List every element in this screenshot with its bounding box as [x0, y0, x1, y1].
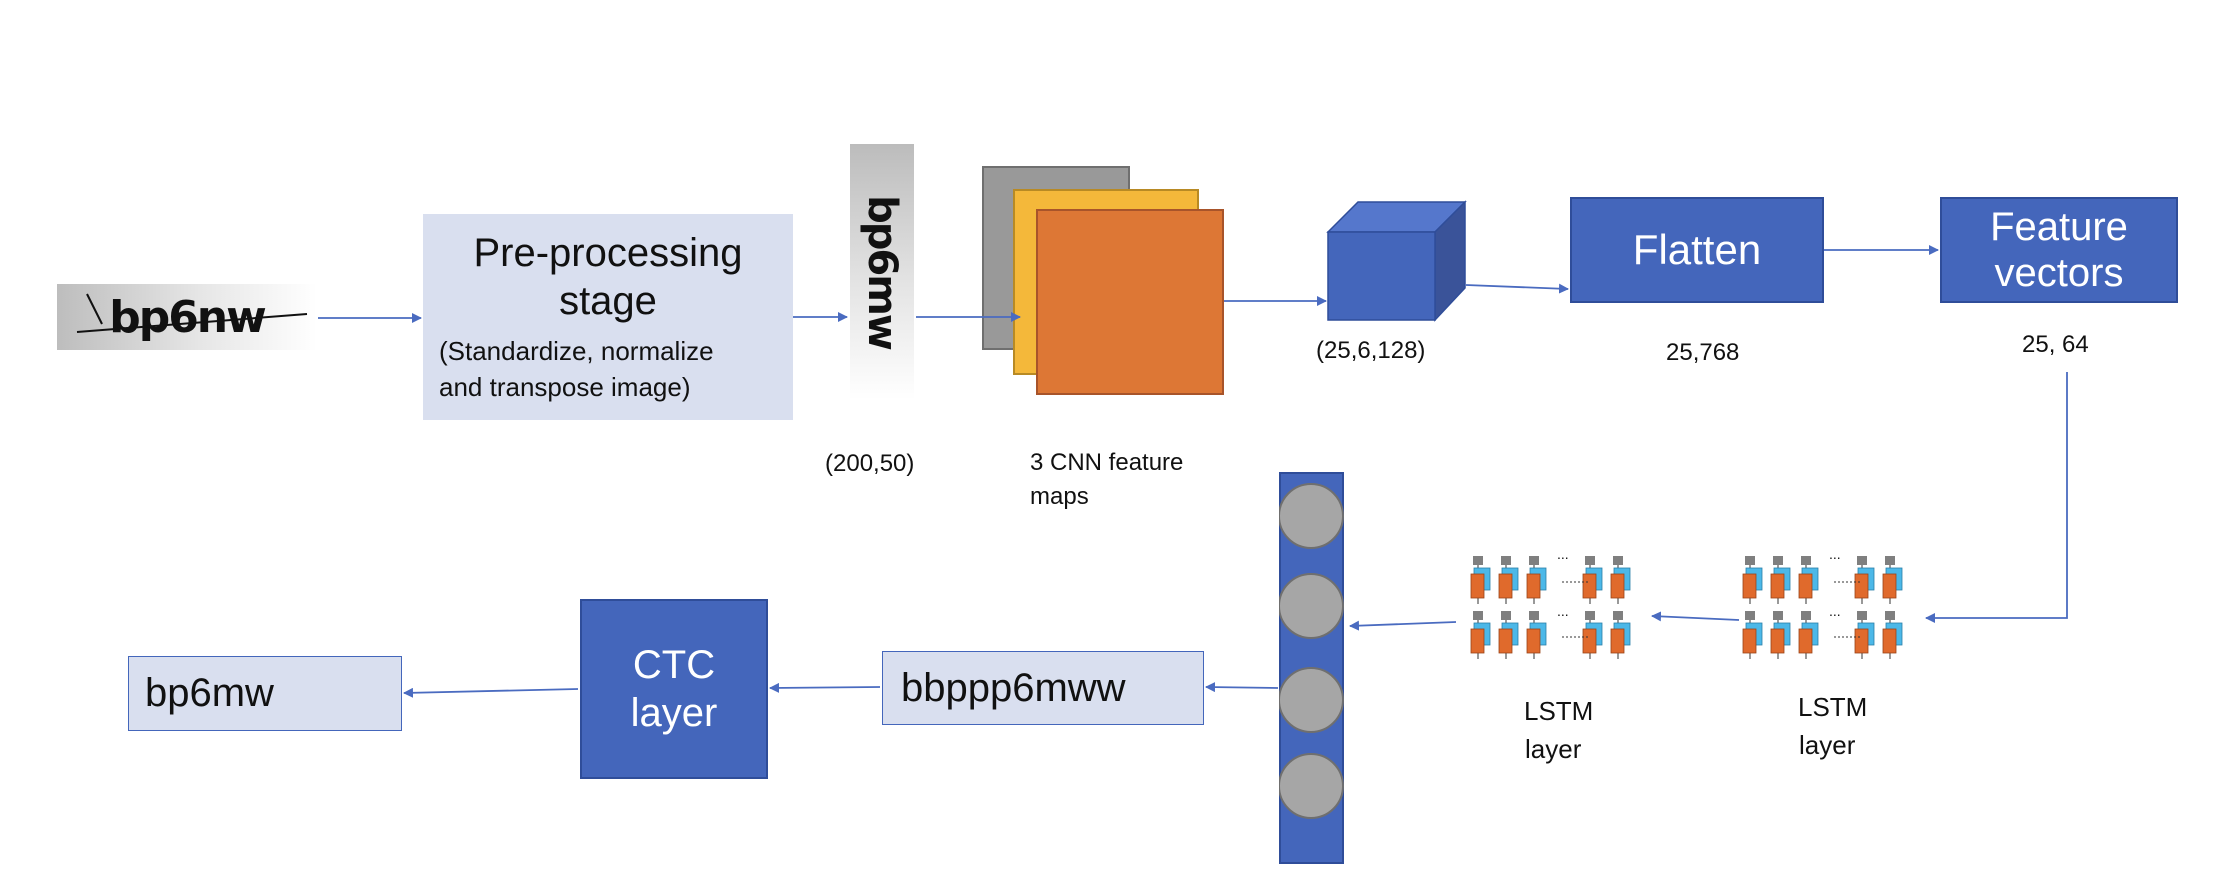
lstm2-label-line2: layer: [1525, 734, 1582, 764]
input-dims-label: (200,50): [825, 450, 915, 477]
output-text: bp6mw: [145, 671, 274, 715]
captcha-strike-lines: [76, 293, 308, 333]
cnn-label-line2: maps: [1030, 483, 1089, 510]
feature-vectors-dims-label: 25, 64: [2022, 331, 2089, 358]
lstm-cell: [1854, 556, 1875, 604]
lstm-cell: [1770, 556, 1791, 604]
preprocessing-title-line1: Pre-processing: [473, 231, 743, 275]
lstm-cell: [1582, 556, 1603, 604]
lstm-cell: [1610, 611, 1631, 659]
lstm-cell: [1470, 556, 1491, 604]
output-box: bp6mw: [128, 656, 402, 731]
feature-cube: [1326, 200, 1467, 322]
arrow-dense-to-decoded: [1205, 682, 1279, 693]
decoded-raw-box: bbppp6mww: [882, 651, 1204, 725]
flatten-dims-label: 25,768: [1666, 339, 1740, 366]
lstm-cell: [1470, 611, 1491, 659]
flatten-label: Flatten: [1632, 226, 1762, 273]
arrow-lstm1-to-lstm2: [1651, 611, 1740, 622]
cnn-label-line1: 3 CNN feature: [1030, 449, 1184, 476]
lstm2-ellipsis-top: ...: [1557, 546, 1569, 562]
lstm1-label-line1: LSTM: [1798, 692, 1868, 722]
transposed-captcha-image: bp6mw: [850, 144, 914, 400]
decoded-raw-text: bbppp6mww: [901, 666, 1126, 710]
ctc-label-line1: CTC: [632, 643, 716, 687]
arrow-cube-to-flatten: [1465, 283, 1569, 294]
ctc-layer-box: CTC layer: [580, 599, 768, 779]
dense-neurons: [1279, 483, 1344, 819]
lstm2-ellipsis-bottom: ...: [1557, 603, 1569, 619]
arrow-decoded-to-ctc: [769, 682, 881, 693]
lstm-cell: [1526, 611, 1547, 659]
lstm-cell: [1882, 611, 1903, 659]
lstm-cell: [1854, 611, 1875, 659]
neuron-1: [1279, 483, 1344, 549]
preprocessing-stage-box: Pre-processing stage (Standardize, norma…: [423, 214, 793, 420]
input-captcha-text: bp6nw: [109, 291, 267, 343]
cube-dims-label: (25,6,128): [1316, 337, 1426, 364]
cnn-feature-map-orange: [1036, 209, 1224, 395]
arrow-features-to-lstm1: [1925, 372, 2068, 623]
lstm-cell: [1498, 611, 1519, 659]
lstm-cell: [1742, 556, 1763, 604]
lstm-cell: [1798, 556, 1819, 604]
lstm-layer-2-cells: [1470, 556, 1631, 659]
feature-vectors-label-line2: vectors: [1994, 251, 2124, 295]
lstm1-ellipsis-bottom: ...: [1829, 603, 1841, 619]
neuron-4: [1279, 753, 1344, 819]
lstm-cell: [1610, 556, 1631, 604]
lstm2-label-line1: LSTM: [1524, 696, 1594, 726]
lstm-cell: [1498, 556, 1519, 604]
preprocessing-desc-line2: and transpose image): [439, 372, 691, 402]
flatten-box: Flatten: [1570, 197, 1824, 303]
preprocessing-desc-line1: (Standardize, normalize: [439, 336, 714, 366]
arrow-lstm2-to-dense: [1349, 620, 1457, 631]
lstm1-ellipsis-top: ...: [1829, 546, 1841, 562]
feature-vectors-label-line1: Feature: [1990, 205, 2128, 249]
neuron-3: [1279, 667, 1344, 733]
lstm-cell: [1742, 611, 1763, 659]
lstm-cell: [1798, 611, 1819, 659]
lstm-cell: [1582, 611, 1603, 659]
lstm-cell: [1526, 556, 1547, 604]
neuron-2: [1279, 573, 1344, 639]
lstm-layer-1-cells: [1742, 556, 1903, 659]
feature-vectors-box: Feature vectors: [1940, 197, 2178, 303]
preprocessing-title-line2: stage: [559, 279, 657, 323]
ctc-label-line2: layer: [630, 691, 718, 735]
lstm-cell: [1882, 556, 1903, 604]
lstm-cell: [1770, 611, 1791, 659]
arrow-ctc-to-output: [403, 687, 579, 698]
lstm1-label-line2: layer: [1799, 730, 1856, 760]
